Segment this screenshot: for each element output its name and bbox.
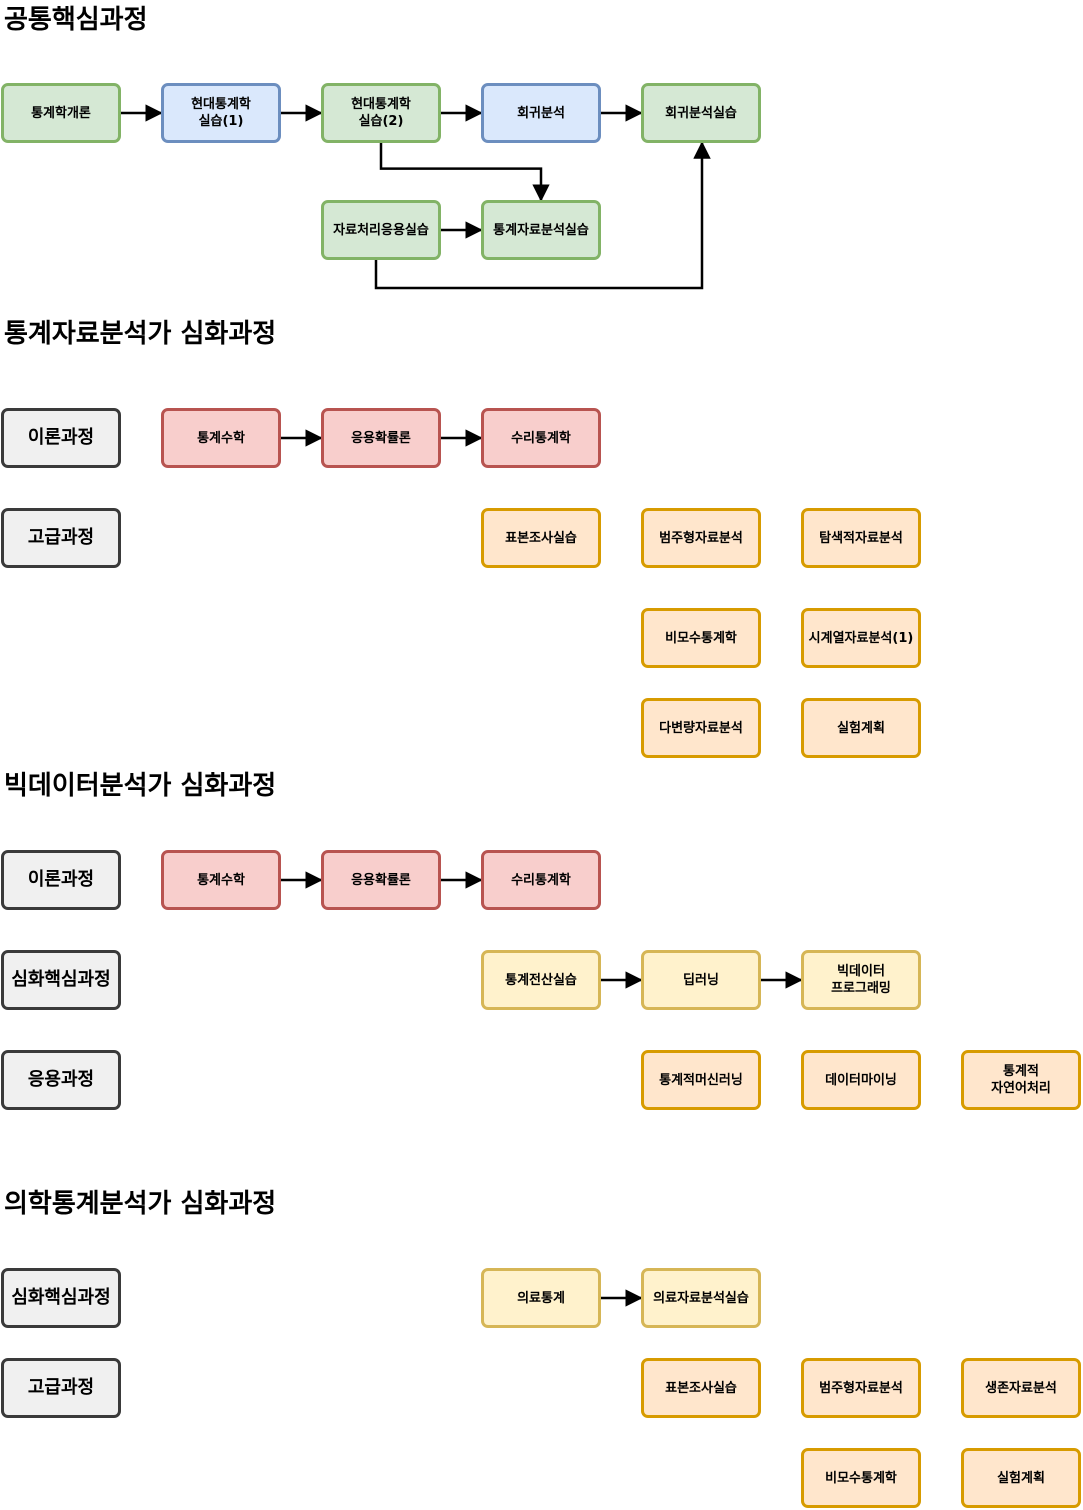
- course-node-b2: 응용확률론: [321, 850, 441, 910]
- course-node-s8: 시계열자료분석(1): [801, 608, 921, 668]
- category-label-s_cat2: 고급과정: [1, 508, 121, 568]
- course-node-b6: 빅데이터 프로그래밍: [801, 950, 921, 1010]
- category-label-m_cat1: 심화핵심과정: [1, 1268, 121, 1328]
- course-node-b8: 데이터마이닝: [801, 1050, 921, 1110]
- course-node-m2: 의료자료분석실습: [641, 1268, 761, 1328]
- category-label-b_cat1: 이론과정: [1, 850, 121, 910]
- course-node-s3: 수리통계학: [481, 408, 601, 468]
- course-node-m3: 표본조사실습: [641, 1358, 761, 1418]
- course-node-s2: 응용확률론: [321, 408, 441, 468]
- category-label-b_cat2: 심화핵심과정: [1, 950, 121, 1010]
- course-node-m5: 생존자료분석: [961, 1358, 1081, 1418]
- heading-bigdata-analyst: 빅데이터분석가 심화과정: [4, 771, 277, 801]
- heading-statistical-analyst: 통계자료분석가 심화과정: [4, 319, 277, 349]
- course-node-c7: 통계자료분석실습: [481, 200, 601, 260]
- course-node-b5: 딥러닝: [641, 950, 761, 1010]
- course-node-c2: 현대통계학 실습(1): [161, 83, 281, 143]
- course-node-s7: 비모수통계학: [641, 608, 761, 668]
- heading-medical-analyst: 의학통계분석가 심화과정: [4, 1189, 277, 1219]
- category-label-m_cat2: 고급과정: [1, 1358, 121, 1418]
- course-node-b3: 수리통계학: [481, 850, 601, 910]
- course-node-s10: 실험계획: [801, 698, 921, 758]
- course-node-c6: 자료처리응용실습: [321, 200, 441, 260]
- course-node-b4: 통계전산실습: [481, 950, 601, 1010]
- course-node-c1: 통계학개론: [1, 83, 121, 143]
- course-node-b9: 통계적 자연어처리: [961, 1050, 1081, 1110]
- course-node-s6: 탐색적자료분석: [801, 508, 921, 568]
- course-node-c3: 현대통계학 실습(2): [321, 83, 441, 143]
- course-node-b7: 통계적머신러닝: [641, 1050, 761, 1110]
- category-label-s_cat1: 이론과정: [1, 408, 121, 468]
- course-node-s1: 통계수학: [161, 408, 281, 468]
- course-node-c5: 회귀분석실습: [641, 83, 761, 143]
- heading-common-core: 공통핵심과정: [4, 5, 148, 35]
- course-node-m1: 의료통계: [481, 1268, 601, 1328]
- course-node-m6: 비모수통계학: [801, 1448, 921, 1508]
- course-node-s4: 표본조사실습: [481, 508, 601, 568]
- course-node-m7: 실험계획: [961, 1448, 1081, 1508]
- edge-c3-to-c7: [379, 143, 550, 202]
- course-node-c4: 회귀분석: [481, 83, 601, 143]
- category-label-b_cat3: 응용과정: [1, 1050, 121, 1110]
- course-node-b1: 통계수학: [161, 850, 281, 910]
- course-node-m4: 범주형자료분석: [801, 1358, 921, 1418]
- edge-c6-to-c5: [374, 141, 711, 290]
- course-node-s9: 다변량자료분석: [641, 698, 761, 758]
- course-node-s5: 범주형자료분석: [641, 508, 761, 568]
